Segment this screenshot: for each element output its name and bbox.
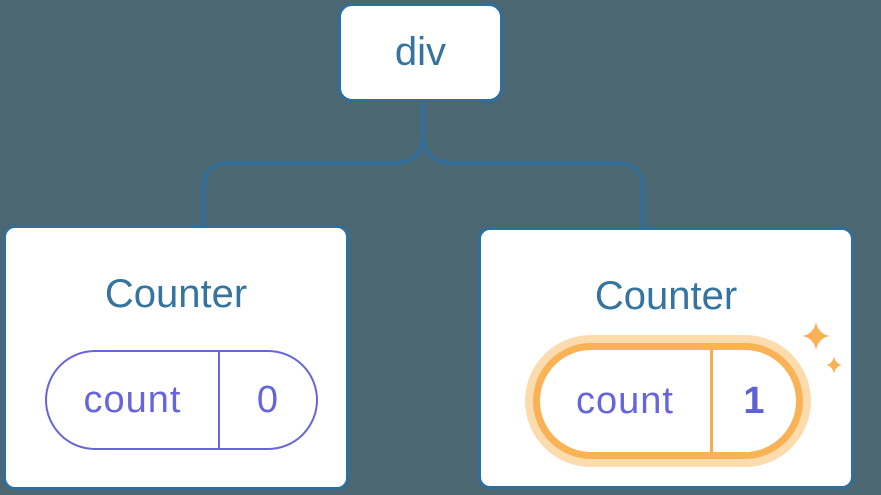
state-value-updated: 1 bbox=[743, 379, 766, 422]
state-key-label: count bbox=[47, 352, 220, 448]
connector-right-branch bbox=[421, 101, 645, 228]
counter-card-right: Counter count 1 bbox=[478, 227, 854, 489]
state-value: 0 bbox=[256, 378, 280, 421]
counter-card-left: Counter count 0 bbox=[3, 225, 349, 490]
root-node-div: div bbox=[338, 3, 503, 102]
state-key-label: count bbox=[540, 350, 713, 452]
sparkle-star-small bbox=[826, 356, 842, 374]
root-node-label: div bbox=[394, 30, 447, 74]
sparkle-icon bbox=[802, 322, 842, 374]
connector-left-branch bbox=[201, 101, 425, 226]
counter-card-right-title: Counter bbox=[594, 274, 738, 318]
sparkle-star-large bbox=[802, 322, 830, 350]
state-pill: count 0 bbox=[45, 350, 318, 450]
state-pill-highlighted: count 1 bbox=[533, 343, 803, 459]
counter-card-left-title: Counter bbox=[104, 272, 248, 316]
